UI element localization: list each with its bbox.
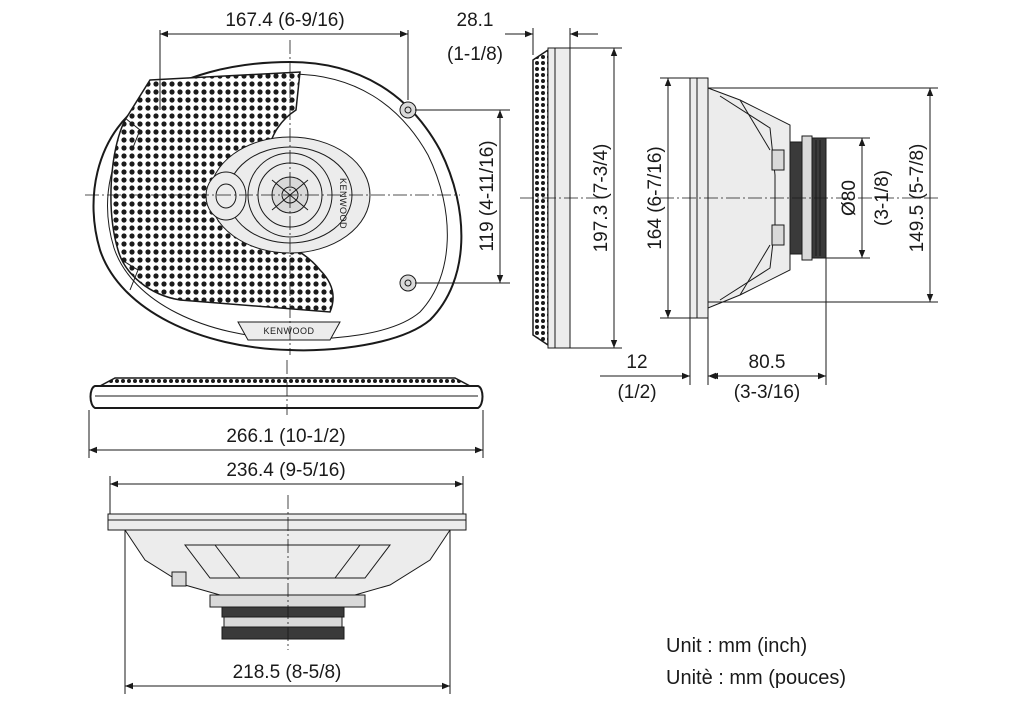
dim-bottom-top-width-label: 236.4 (9-5/16) <box>226 460 345 481</box>
dim-mount-height: 119 (4-11/16) <box>415 109 510 284</box>
rear-profile-view <box>660 77 940 319</box>
dim-rear-height-label: 164 (6-7/16) <box>645 146 666 250</box>
dim-flange: 12 (1/2) <box>600 318 740 403</box>
dim-flange-in: (1/2) <box>617 382 656 403</box>
dim-rear-total-height: 149.5 (5-7/8) <box>708 87 938 303</box>
dim-side-depth-in: (1-1/8) <box>447 44 503 65</box>
dim-rear-depth-mm: 80.5 <box>749 352 786 373</box>
dim-front-width-label: 266.1 (10-1/2) <box>226 426 345 447</box>
dim-bottom-width-label: 218.5 (8-5/8) <box>233 662 342 683</box>
dim-top-width: 167.4 (6-9/16) <box>159 10 409 110</box>
dim-front-width: 266.1 (10-1/2) <box>88 410 484 458</box>
dim-magnet-diameter-mm: Ø80 <box>839 180 860 216</box>
front-view: KENWOOD KENWOOD <box>85 40 463 355</box>
unit-label-english: Unit : mm (inch) <box>666 635 807 657</box>
front-profile-view <box>89 360 484 415</box>
dim-bottom-top-width: 236.4 (9-5/16) <box>109 460 464 514</box>
dim-mount-height-label: 119 (4-11/16) <box>477 140 498 251</box>
dim-flange-mm: 12 <box>626 352 647 373</box>
side-view <box>520 47 600 349</box>
dim-side-height: 197.3 (7-3/4) <box>570 47 622 349</box>
dim-bottom-width: 218.5 (8-5/8) <box>124 530 451 694</box>
dim-rear-total-height-label: 149.5 (5-7/8) <box>907 144 928 253</box>
dim-rear-height: 164 (6-7/16) <box>645 77 690 319</box>
bottom-profile-view <box>107 495 467 650</box>
dim-top-width-label: 167.4 (6-9/16) <box>225 10 344 31</box>
brand-badge: KENWOOD <box>263 326 314 336</box>
dim-side-depth: 28.1 (1-1/8) <box>447 10 598 65</box>
dim-side-height-label: 197.3 (7-3/4) <box>591 144 612 253</box>
dim-side-depth-mm: 28.1 <box>457 10 494 31</box>
tweeter-brand-label: KENWOOD <box>338 178 348 229</box>
dim-magnet-diameter-in: (3-1/8) <box>872 170 893 226</box>
dim-rear-depth-in: (3-3/16) <box>734 382 801 403</box>
unit-label-french: Unitè : mm (pouces) <box>666 667 846 689</box>
dim-magnet-diameter: Ø80 (3-1/8) <box>826 137 893 259</box>
dim-rear-depth: 80.5 (3-3/16) <box>710 258 827 403</box>
